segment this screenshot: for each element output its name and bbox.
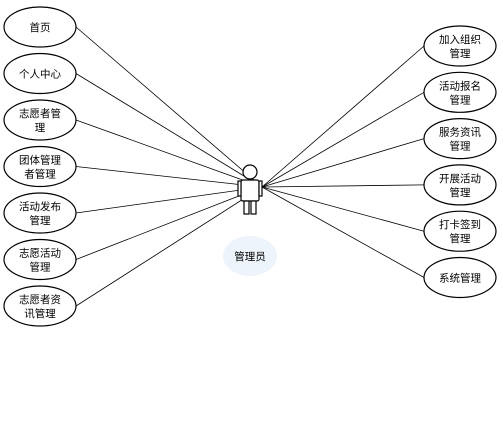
association-line xyxy=(261,186,425,278)
use-case-label: 活动发布 xyxy=(19,200,61,213)
association-line xyxy=(75,186,263,214)
association-line xyxy=(261,91,425,188)
use-case-ellipse xyxy=(423,71,497,113)
use-case-ellipse xyxy=(3,145,77,188)
use-case-label: 服务资讯 xyxy=(439,126,481,139)
use-case-ellipse xyxy=(3,99,77,141)
association-lines xyxy=(75,26,425,307)
association-line xyxy=(75,166,263,188)
use-case-label: 管理 xyxy=(30,214,51,227)
use-case-ellipse xyxy=(3,6,77,48)
use-case-ellipse xyxy=(3,52,77,95)
use-case-label: 管理 xyxy=(450,186,471,199)
use-case-label: 管理 xyxy=(450,93,471,106)
association-line xyxy=(75,119,263,188)
use-case-label: 管理 xyxy=(450,232,471,245)
association-line xyxy=(75,26,263,188)
use-case-ellipse xyxy=(3,285,77,327)
use-case-label: 管理 xyxy=(450,140,471,153)
use-case-ellipse xyxy=(423,210,497,252)
use-case-ellipse xyxy=(3,192,77,234)
use-case-label: 活动报名 xyxy=(439,79,481,92)
person-icon xyxy=(237,164,263,215)
association-line xyxy=(261,138,425,188)
use-case-ellipse xyxy=(423,118,497,160)
association-line xyxy=(75,73,263,188)
use-case-label: 系统管理 xyxy=(439,272,481,285)
use-case[interactable]: 系统管理 xyxy=(423,256,497,299)
association-line xyxy=(75,186,263,260)
use-case-label: 者管理 xyxy=(24,168,56,181)
use-case-label: 团体管理 xyxy=(19,154,61,167)
use-case-label: 首页 xyxy=(30,21,51,34)
use-case-label: 个人中心 xyxy=(19,68,61,81)
actor-label-background xyxy=(223,236,277,276)
actor-admin: 管理员 xyxy=(223,164,277,276)
use-case-label: 管理 xyxy=(30,261,51,274)
use-case-label: 志愿者管 xyxy=(19,107,61,120)
association-line xyxy=(75,186,263,307)
association-line xyxy=(261,45,425,188)
use-case-label: 加入组织 xyxy=(439,33,481,46)
use-case-label: 志愿活动 xyxy=(19,247,61,260)
use-case-label: 讯管理 xyxy=(24,307,56,320)
association-line xyxy=(261,184,425,188)
use-case-ellipse xyxy=(423,256,497,299)
use-case-ellipse xyxy=(423,164,497,206)
actor-label: 管理员 xyxy=(234,250,266,263)
association-line xyxy=(261,186,425,232)
use-case-ellipse xyxy=(423,25,497,67)
use-case-label: 管理 xyxy=(450,47,471,60)
use-case-label: 打卡签到 xyxy=(439,218,481,231)
use-case-label: 开展活动 xyxy=(439,173,481,185)
use-case-label: 志愿者资 xyxy=(19,293,61,306)
use-case[interactable]: 个人中心 xyxy=(3,52,77,95)
use-case-label: 理 xyxy=(35,122,46,134)
use-case-ellipse xyxy=(3,238,77,281)
use-case[interactable]: 首页 xyxy=(3,6,77,48)
